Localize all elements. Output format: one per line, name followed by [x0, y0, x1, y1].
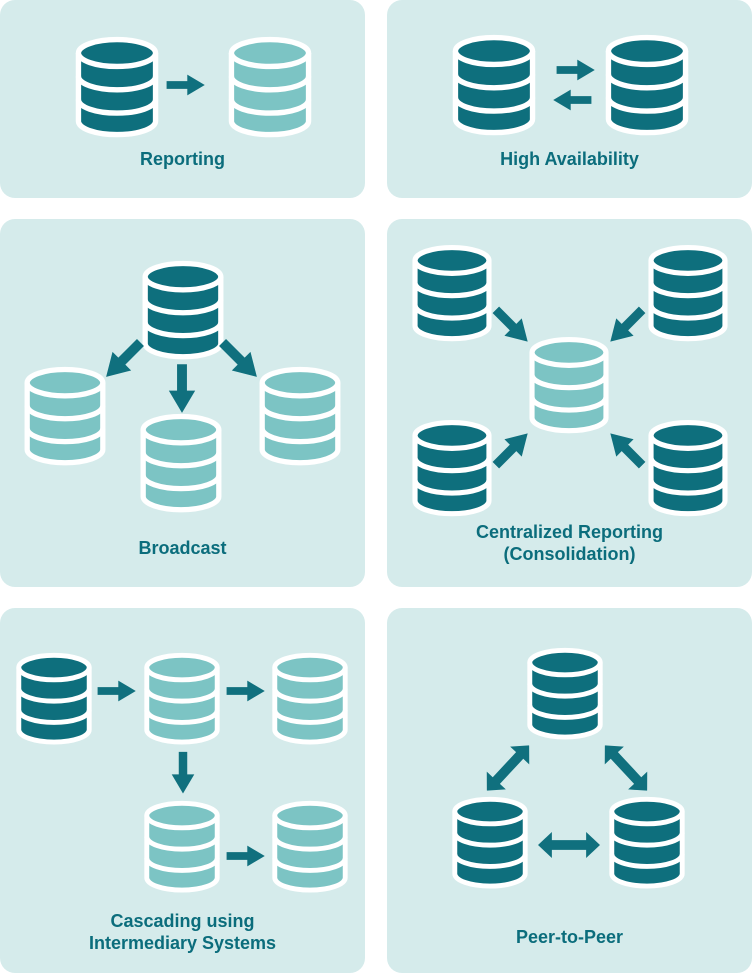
arrow-left-icon [549, 89, 595, 111]
arrow-right-icon [223, 680, 269, 702]
arrow-right-icon [553, 59, 599, 81]
panel-label: Centralized Reporting (Consolidation) [387, 521, 752, 565]
double-arrow-icon [595, 736, 658, 800]
panel-label-line: Cascading using [110, 911, 255, 931]
database-icon [645, 244, 731, 344]
database-icon [602, 34, 692, 138]
panel-label-line: Reporting [140, 149, 225, 169]
database-icon [269, 652, 351, 747]
database-icon [256, 366, 344, 468]
database-icon [449, 34, 539, 138]
database-icon [449, 796, 531, 891]
panel-label: Broadcast [0, 537, 365, 559]
database-icon [645, 419, 731, 519]
panel-label-line: (Consolidation) [503, 544, 636, 564]
panel-peer-to-peer: Peer-to-Peer [387, 608, 752, 973]
panel-label-line: High Availability [500, 149, 639, 169]
database-icon [269, 800, 351, 895]
database-icon [141, 800, 223, 895]
database-icon [141, 652, 223, 747]
arrow-down-icon [171, 750, 195, 796]
panel-label: Reporting [0, 148, 365, 170]
database-icon [526, 336, 612, 436]
panel-label-line: Peer-to-Peer [515, 927, 624, 947]
broadcast-diagram [0, 219, 365, 587]
database-icon [13, 652, 95, 747]
panel-broadcast: Broadcast [0, 219, 365, 587]
panel-label: Peer-to-Peer [387, 926, 752, 948]
database-icon [21, 366, 109, 468]
arrow-right-icon [223, 845, 269, 867]
panel-label: Cascading using Intermediary Systems [0, 910, 365, 954]
database-icon [524, 647, 606, 742]
panel-label-line: Broadcast [138, 538, 227, 558]
panel-cascading: Cascading using Intermediary Systems [0, 608, 365, 973]
panel-high-availability: High Availability [387, 0, 752, 198]
database-icon [72, 36, 162, 140]
database-icon [225, 36, 315, 140]
panel-label-line: Intermediary Systems [88, 933, 277, 953]
double-arrow-icon [477, 736, 540, 800]
database-icon [139, 260, 227, 362]
arrow-down-icon [168, 364, 196, 414]
database-icon [606, 796, 688, 891]
panel-label-line: Centralized Reporting [475, 522, 663, 542]
panel-reporting: Reporting [0, 0, 365, 198]
database-icon [137, 413, 225, 515]
double-arrow-icon [538, 831, 600, 859]
panel-label: High Availability [387, 148, 752, 170]
peer-to-peer-diagram [387, 608, 752, 973]
database-icon [409, 419, 495, 519]
panel-centralized-reporting: Centralized Reporting (Consolidation) [387, 219, 752, 587]
arrow-right-icon [163, 74, 209, 96]
database-icon [409, 244, 495, 344]
arrow-right-icon [94, 680, 140, 702]
